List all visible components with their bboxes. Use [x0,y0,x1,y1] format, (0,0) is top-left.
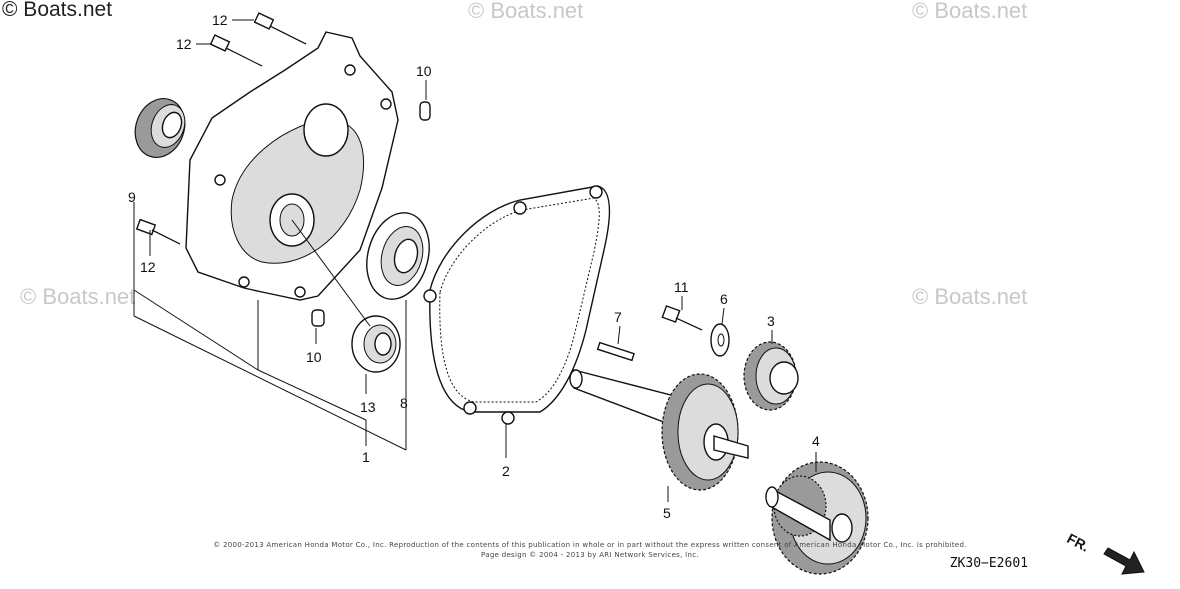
callout-8[interactable]: 8 [400,395,408,411]
callout-11[interactable]: 11 [674,279,689,295]
bolt-12-second[interactable] [209,34,263,67]
callout-10[interactable]: 10 [416,63,432,79]
woodruff-key-7[interactable] [596,341,635,362]
callout-4[interactable]: 4 [812,433,820,449]
bolt-11[interactable] [661,305,703,331]
callout-12[interactable]: 12 [212,12,228,28]
washer-6[interactable] [710,323,730,357]
callout-2[interactable]: 2 [502,463,510,479]
callout-9[interactable]: 9 [128,189,136,205]
oil-seal-9[interactable] [127,92,193,165]
dowel-pin-10-bottom[interactable] [311,309,325,327]
boats-net-watermark: © Boats.net [912,284,1028,309]
callout-3[interactable]: 3 [767,313,775,329]
bolt-12-top[interactable] [253,12,307,45]
copyright-line-2: Page design © 2004 - 2013 by ARI Network… [481,551,699,559]
callout-1[interactable]: 1 [362,449,370,465]
dowel-pin-10-top[interactable] [419,101,431,121]
final-shaft-gear-5[interactable] [569,369,749,491]
copyright-line-1: © 2000-2013 American Honda Motor Co., In… [213,541,967,549]
transmission-case-1[interactable] [185,31,399,301]
boats-net-watermark: © Boats.net [468,0,584,23]
boats-net-watermark: © Boats.net [20,284,136,309]
callout-12[interactable]: 12 [140,259,156,275]
callout-13[interactable]: 13 [360,399,376,415]
diagram-code: ZK30−E2601 [949,556,1028,571]
callout-12[interactable]: 12 [176,36,192,52]
bolt-12-left[interactable] [135,218,181,245]
callout-7[interactable]: 7 [614,309,622,325]
ball-bearing-8[interactable] [358,206,439,307]
front-direction-arrow-icon [1103,547,1145,575]
gasket-2[interactable] [423,185,611,425]
callout-10[interactable]: 10 [306,349,322,365]
callout-6[interactable]: 6 [720,291,728,307]
gear-4[interactable] [765,461,869,575]
boats-net-watermark: © Boats.net [2,0,113,21]
ball-bearing-13[interactable] [351,315,401,373]
boats-net-watermark: © Boats.net [912,0,1028,23]
leader-lines [133,19,817,502]
callout-5[interactable]: 5 [663,505,671,521]
gear-3[interactable] [743,341,799,411]
